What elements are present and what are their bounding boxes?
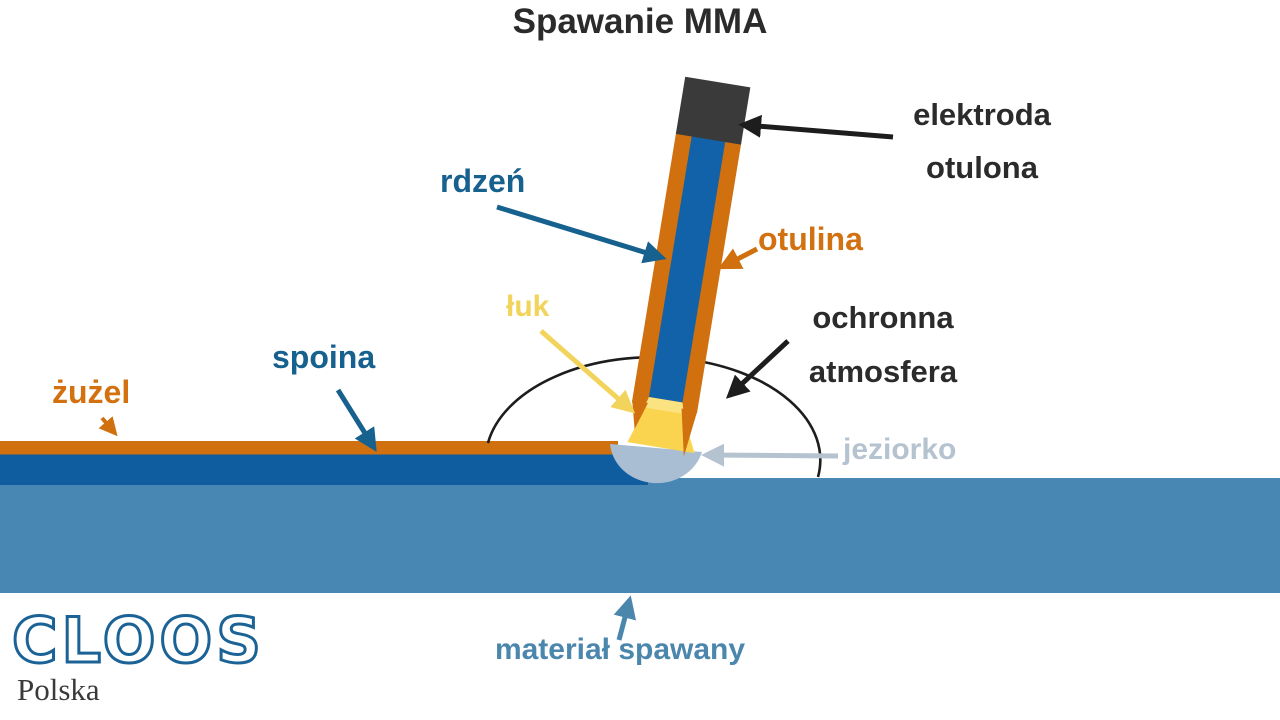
zuzel-arrow: [98, 416, 118, 437]
label-luk: łuk: [506, 290, 550, 323]
cloos-logo-subtitle: Polska: [17, 672, 100, 707]
label-elektroda-otulona: elektroda otulona: [878, 88, 1086, 194]
label-jeziorko: jeziorko: [843, 433, 957, 466]
electrode-holder-cap: [675, 76, 751, 145]
label-elektroda-line2: otulona: [926, 150, 1038, 185]
arc-flame-shape: [627, 407, 695, 454]
slag-layer-shape: [0, 441, 618, 455]
jeziorko-arrow: [701, 443, 839, 467]
label-ochronna-atmosfera: ochronna atmosfera: [772, 291, 994, 399]
weld-pool-shape: [610, 444, 702, 484]
electrode-core-shape: [648, 134, 726, 403]
label-atmosfera-line2: atmosfera: [808, 354, 958, 389]
atmosfera-arrow: [725, 339, 790, 399]
label-rdzen: rdzeń: [440, 163, 526, 199]
weld-seam-shape: [0, 454, 648, 485]
label-atmosfera-line1: ochronna: [812, 300, 954, 335]
arc-glow-shape: [642, 397, 685, 418]
electrode-group: [627, 76, 751, 457]
label-otulina: otulina: [758, 221, 863, 257]
rdzen-arrow: [496, 204, 667, 264]
otulina-arrow: [717, 246, 759, 270]
base-material-shape: [0, 478, 1280, 593]
material-arrow: [613, 595, 637, 641]
label-zuzel: żużel: [52, 374, 131, 410]
label-material-spawany: materiał spawany: [494, 633, 746, 666]
coating-tip-left: [632, 400, 648, 430]
coating-tip-right: [681, 408, 698, 457]
elektroda-arrow: [738, 114, 894, 140]
diagram-title: Spawanie MMA: [512, 2, 768, 41]
luk-arrow: [539, 329, 636, 414]
cloos-logo: CLOOS: [11, 603, 265, 679]
label-spoina: spoina: [272, 339, 376, 375]
label-elektroda-line1: elektroda: [913, 97, 1051, 132]
spoina-arrow: [335, 388, 377, 452]
